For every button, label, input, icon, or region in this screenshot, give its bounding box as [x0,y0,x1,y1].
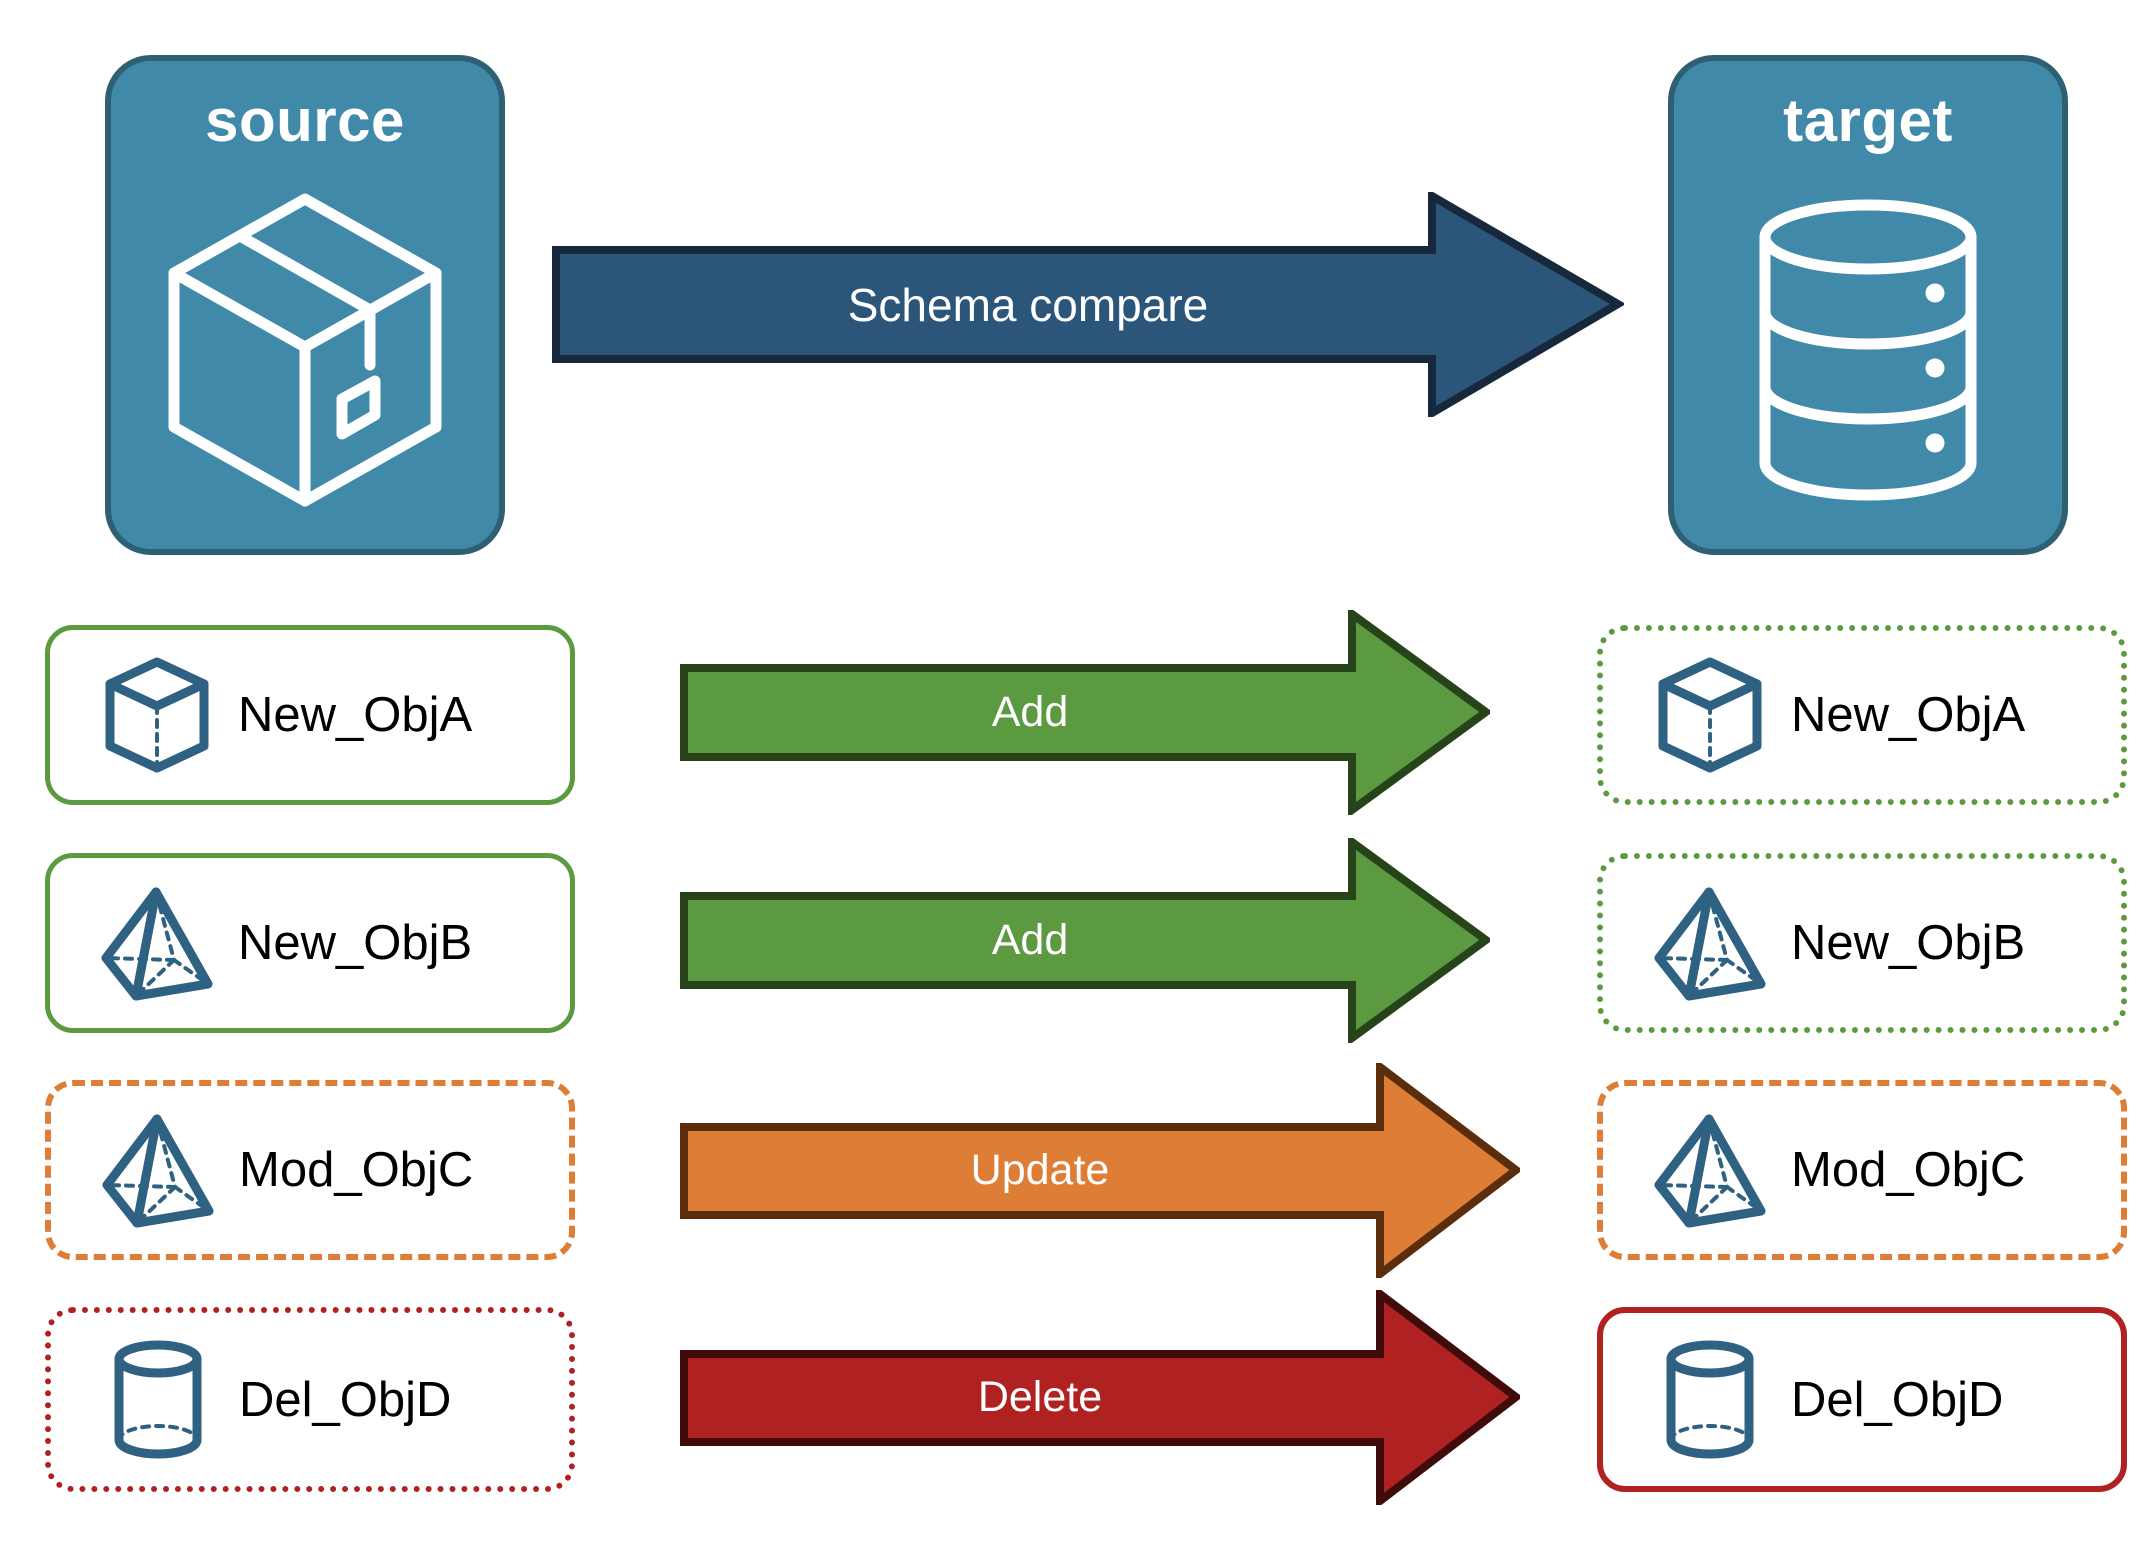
source-object-label-3: Del_ObjD [239,1372,452,1427]
target-object-card-3[interactable]: Del_ObjD [1597,1307,2127,1492]
package-box-icon [111,151,499,549]
wireframe-pyramid-icon [98,884,216,1002]
target-title: target [1783,87,1953,154]
target-object-label-0: New_ObjA [1791,688,2026,742]
action-arrow-1[interactable]: Add [680,838,1490,1043]
source-title: source [205,87,405,154]
source-object-card-3[interactable]: Del_ObjD [45,1307,575,1492]
wireframe-cube-icon [1651,656,1769,774]
database-cylinder-icon [1674,151,2062,549]
action-arrow-2[interactable]: Update [680,1063,1520,1278]
wireframe-pyramid-icon [1651,1111,1769,1229]
source-object-label-1: New_ObjB [238,916,473,970]
target-object-card-0[interactable]: New_ObjA [1597,625,2127,805]
wireframe-cylinder-icon [1651,1339,1769,1461]
action-arrow-3[interactable]: Delete [680,1290,1520,1505]
source-object-card-2[interactable]: Mod_ObjC [45,1080,575,1260]
source-object-card-1[interactable]: New_ObjB [45,853,575,1033]
target-object-label-1: New_ObjB [1791,916,2026,970]
wireframe-cylinder-icon [99,1339,217,1461]
source-endpoint-card[interactable]: source [105,55,505,555]
target-object-label-2: Mod_ObjC [1791,1143,2026,1197]
source-object-label-0: New_ObjA [238,688,473,742]
wireframe-pyramid-icon [99,1111,217,1229]
source-object-label-2: Mod_ObjC [239,1143,474,1197]
wireframe-pyramid-icon [1651,884,1769,1002]
target-object-card-2[interactable]: Mod_ObjC [1597,1080,2127,1260]
action-arrow-0[interactable]: Add [680,610,1490,815]
source-object-card-0[interactable]: New_ObjA [45,625,575,805]
target-object-card-1[interactable]: New_ObjB [1597,853,2127,1033]
target-object-label-3: Del_ObjD [1791,1372,2004,1427]
schema-compare-arrow[interactable]: Schema compare [552,192,1624,417]
target-endpoint-card[interactable]: target [1668,55,2068,555]
wireframe-cube-icon [98,656,216,774]
